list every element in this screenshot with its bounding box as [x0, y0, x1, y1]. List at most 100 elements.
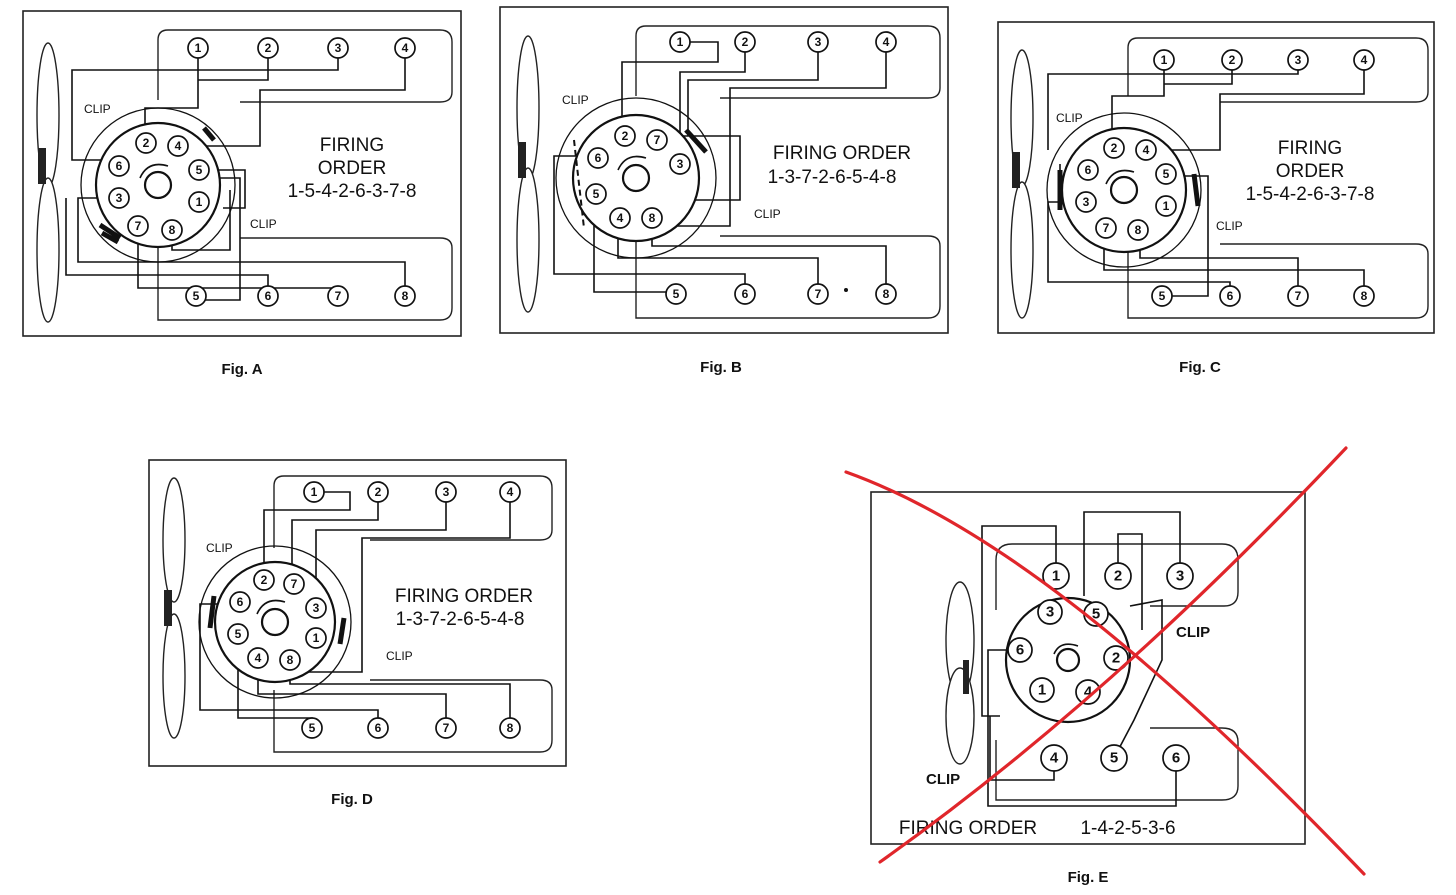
fig-d-fan-hub — [164, 590, 172, 626]
fig-d-rotation-arrow — [256, 599, 286, 615]
fig-d-cap-terminal: 5 — [227, 623, 249, 645]
fig-b-wire-4 — [650, 42, 887, 227]
svg-text:4: 4 — [175, 139, 182, 153]
fig-c-cap-terminal: 1 — [1155, 195, 1177, 217]
svg-text:7: 7 — [335, 289, 342, 303]
fig-c-distributor-ring — [1046, 112, 1202, 268]
svg-text:4: 4 — [1050, 750, 1059, 767]
fig-a-distributor-ring — [80, 107, 236, 263]
svg-text:8: 8 — [507, 721, 514, 735]
fig-c-wire-1-2 — [1111, 62, 1233, 140]
fig-c-firing-order-title: ORDER — [1276, 161, 1345, 182]
fig-b-cap-terminal: 4 — [609, 207, 631, 229]
fig-a-fan-hub — [38, 148, 46, 184]
fig-b-firing-order-title: FIRING ORDER — [773, 143, 911, 164]
fig-d-wire-4 — [290, 492, 511, 673]
fig-a-clip-label: CLIP — [84, 102, 111, 116]
fig-e-top-bank — [995, 543, 1239, 610]
svg-text:5: 5 — [235, 627, 242, 641]
svg-text:6: 6 — [375, 721, 382, 735]
svg-text:5: 5 — [1159, 289, 1166, 303]
svg-text:1: 1 — [1052, 568, 1060, 585]
fig-c-cap-terminal: 3 — [1075, 191, 1097, 213]
fig-d-distributor-ring — [198, 545, 352, 699]
fig-c-cylinder-bottom: 5 — [1151, 285, 1173, 307]
fig-e-cylinder-bottom: 6 — [1162, 744, 1190, 772]
fig-b: 2 7 6 3 5 4 8 1 2 3 4 5 6 7 8 FIRING ORD… — [499, 6, 949, 376]
fig-a-firing-order-title: ORDER — [318, 158, 387, 179]
svg-text:6: 6 — [1085, 163, 1092, 177]
fig-e-cylinder-top: 3 — [1166, 562, 1194, 590]
svg-text:7: 7 — [135, 219, 142, 233]
fig-d-cap-terminal: 6 — [229, 591, 251, 613]
fig-b-fan-blade-bottom — [516, 167, 540, 313]
fig-d-clip-label: CLIP — [386, 649, 413, 663]
fig-c-clip-bar-right — [1191, 173, 1201, 207]
fig-a-top-bank — [157, 29, 453, 103]
fig-a-cylinder-bottom: 5 — [185, 285, 207, 307]
svg-text:6: 6 — [116, 159, 123, 173]
svg-text:1: 1 — [311, 485, 318, 499]
fig-b-wire-1 — [621, 41, 719, 128]
svg-text:1: 1 — [1038, 682, 1046, 699]
fig-a-clip-bar-right — [202, 126, 216, 142]
fig-b-clip-bar-left — [573, 139, 585, 229]
fig-b-cap-terminal: 6 — [587, 147, 609, 169]
fig-c-cap-terminal: 4 — [1135, 139, 1157, 161]
fig-d-firing-order-sequence: 1-3-7-2-6-5-4-8 — [396, 609, 525, 630]
fig-d-cylinder-bottom: 7 — [435, 717, 457, 739]
fig-b-cap-terminal: 7 — [646, 129, 668, 151]
svg-text:8: 8 — [169, 223, 176, 237]
fig-c: 2 4 6 5 3 1 7 8 1 2 3 4 5 6 7 8 FIRING O… — [997, 21, 1435, 376]
fig-a-wire-1-2 — [144, 50, 269, 135]
fig-a-cap-terminal: 1 — [188, 191, 210, 213]
fig-c-wire-3 — [1047, 62, 1299, 150]
fig-a-firing-order-title: FIRING — [320, 135, 384, 156]
fig-e-clip-label: CLIP — [926, 771, 960, 788]
svg-text:3: 3 — [313, 601, 320, 615]
fig-d-wire-6 — [199, 603, 379, 728]
svg-text:3: 3 — [1176, 568, 1184, 585]
fig-c-cap-terminal: 5 — [1155, 163, 1177, 185]
fig-a-firing-order-sequence: 1-5-4-2-6-3-7-8 — [288, 181, 417, 202]
fig-a-cylinder-top: 1 — [187, 37, 209, 59]
fig-c-rotation-arrow — [1105, 169, 1135, 185]
fig-a-wire-4 — [182, 50, 406, 147]
fig-e-wire-6 — [987, 649, 1177, 807]
svg-text:6: 6 — [595, 151, 602, 165]
svg-text:1: 1 — [1161, 53, 1168, 67]
fig-c-top-bank — [1127, 37, 1429, 103]
fig-a-wire-5 — [196, 177, 241, 301]
fig-b-cylinder-top: 1 — [669, 31, 691, 53]
svg-text:5: 5 — [196, 163, 203, 177]
fig-b-cylinder-top: 3 — [807, 31, 829, 53]
svg-text:2: 2 — [1229, 53, 1236, 67]
svg-text:3: 3 — [677, 157, 684, 171]
fig-b-caption: Fig. B — [700, 359, 742, 376]
svg-text:5: 5 — [193, 289, 200, 303]
fig-a-bottom-bank — [157, 237, 453, 321]
fig-b-dot — [844, 288, 848, 292]
fig-e-cap-terminal: 1 — [1029, 677, 1055, 703]
fig-b-cylinder-top: 2 — [734, 31, 756, 53]
fig-c-clip-label: CLIP — [1216, 219, 1243, 233]
fig-b-cap-terminal: 2 — [614, 125, 636, 147]
fig-d-top-bank — [273, 475, 553, 548]
fig-b-clip-label: CLIP — [754, 207, 781, 221]
fig-c-wire-4 — [1150, 62, 1365, 151]
svg-text:7: 7 — [1103, 221, 1110, 235]
svg-text:4: 4 — [1143, 143, 1150, 157]
fig-b-distributor-ring — [555, 97, 717, 259]
fig-e-cap-terminal: 4 — [1075, 679, 1101, 705]
svg-text:2: 2 — [375, 485, 382, 499]
svg-text:4: 4 — [507, 485, 514, 499]
fig-e-cap-terminal: 3 — [1037, 599, 1063, 625]
fig-b-cylinder-bottom: 7 — [807, 283, 829, 305]
fig-a-cap-terminal: 5 — [188, 159, 210, 181]
svg-text:7: 7 — [1295, 289, 1302, 303]
fig-a-cylinder-top: 4 — [394, 37, 416, 59]
fig-a-cylinder-top: 3 — [327, 37, 349, 59]
svg-text:1: 1 — [196, 195, 203, 209]
fig-b-cylinder-bottom: 5 — [665, 283, 687, 305]
